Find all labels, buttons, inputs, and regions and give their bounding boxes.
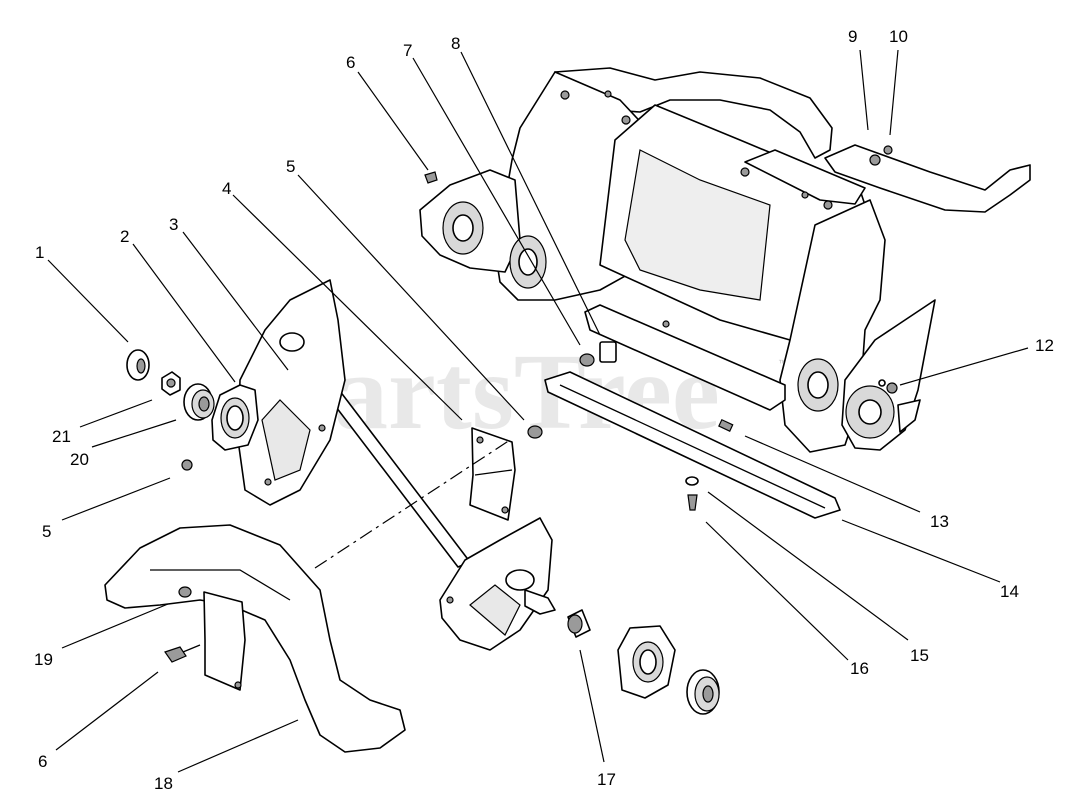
callout-6-upper: 6 (346, 53, 355, 72)
chute-bracket (824, 144, 1031, 213)
washer-icon (869, 154, 881, 166)
centerline (314, 439, 511, 569)
callout-12: 12 (1035, 336, 1054, 355)
callout-14: 14 (1000, 582, 1019, 601)
part-3-auger-flight-left (237, 279, 346, 506)
callout-15: 15 (910, 646, 929, 665)
callout-20: 20 (70, 450, 89, 469)
part-15-16-hardware (685, 476, 699, 511)
callout-8: 8 (451, 34, 460, 53)
callout-5-upper: 5 (286, 157, 295, 176)
callout-9: 9 (848, 27, 857, 46)
callouts: 1 2 3 4 5 6 7 8 9 10 12 13 14 15 16 17 1… (34, 27, 1054, 793)
nut-icon (883, 145, 893, 155)
callout-18: 18 (154, 774, 173, 793)
callout-4: 4 (222, 179, 231, 198)
part-17-bushing (567, 609, 591, 638)
part-21-nut (161, 371, 181, 396)
callout-7: 7 (403, 41, 412, 60)
callout-21: 21 (52, 427, 71, 446)
callout-19: 19 (34, 650, 53, 669)
bearing-right (686, 669, 720, 715)
part-13-scraper-bar (544, 371, 841, 519)
part-19-washer (178, 586, 192, 598)
paddle-bracket-left (203, 591, 246, 691)
leader-lines (47, 49, 1029, 773)
part-6-bolt-lower (164, 644, 201, 663)
part-2-bearing-flange (211, 384, 259, 451)
part-5-nut-upper (527, 425, 543, 439)
part-8-bracket (579, 320, 670, 367)
part-4-paddle-bracket (469, 427, 516, 521)
part-12-bolt (878, 379, 898, 394)
callout-3: 3 (169, 215, 178, 234)
part-18-auger-blade (104, 524, 406, 753)
auger-flight-right (439, 517, 556, 651)
callout-10: 10 (889, 27, 908, 46)
auger-housing (419, 67, 936, 453)
part-1-washer (126, 349, 150, 381)
callout-2: 2 (120, 227, 129, 246)
callout-5-lower: 5 (42, 522, 51, 541)
callout-17: 17 (597, 770, 616, 789)
callout-6-lower: 6 (38, 752, 47, 771)
part-5-nut-lower (181, 459, 193, 471)
watermark-trademark: ™ (778, 358, 787, 368)
bearing-flange-right (617, 625, 676, 699)
part-6-screw-upper (424, 171, 438, 184)
callout-13: 13 (930, 512, 949, 531)
callout-1: 1 (35, 243, 44, 262)
part-20-bearing (183, 383, 215, 421)
callout-16: 16 (850, 659, 869, 678)
